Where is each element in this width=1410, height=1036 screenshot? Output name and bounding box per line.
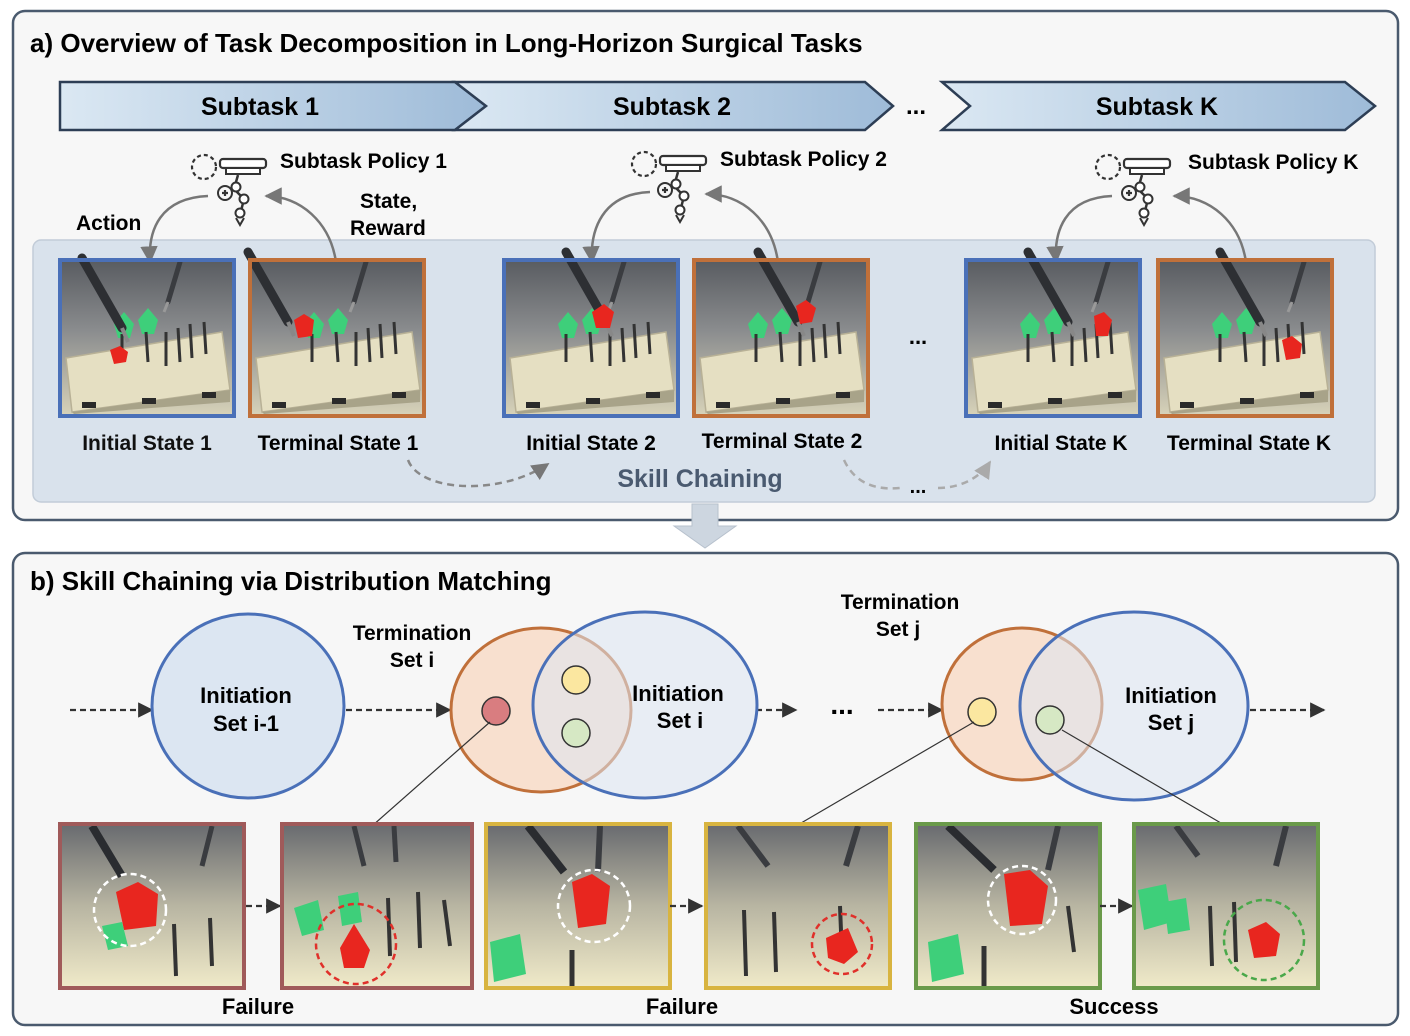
action-arrow-2 [582,190,651,264]
state-image-terminal-2 [692,252,870,418]
action-arrow-1 [140,194,209,264]
initiation-prev-line2: Set i-1 [213,711,279,736]
state-reward-label-1: State, [360,190,417,213]
failure-state-dot [481,696,511,726]
subtask-2-label: Subtask 2 [613,93,731,121]
success-state-dot-i [561,718,591,748]
action-arrow-k [1046,194,1113,264]
outcome-label-3: Success [1069,994,1158,1019]
state-label-initial-2: Initial State 2 [526,432,656,455]
subtask-k-arrow [938,80,1378,132]
chain-arrow-1 [406,459,550,488]
closeup-success-b [1132,822,1320,990]
initiation-prev-line1: Initiation [200,683,292,708]
closeup-failure-2b [704,822,892,990]
initiation-i-line1: Initiation [632,681,724,706]
borderline-state-dot-i [561,665,591,695]
subtask-2-arrow [451,80,895,132]
state-image-initial-k [964,252,1142,418]
state-image-terminal-k [1156,252,1334,418]
state-label-terminal-k: Terminal State K [1167,432,1331,455]
closeup-success-a [914,822,1102,990]
initiation-set-prev [150,612,346,800]
feedback-arrow-1 [264,187,338,263]
initiation-j-line1: Initiation [1125,683,1217,708]
policy-1-label: Subtask Policy 1 [280,150,447,173]
state-ellipsis: ... [909,324,927,349]
outcome-label-2: Failure [646,994,718,1019]
leader-line-success [1061,729,1227,827]
success-state-dot-j [1035,705,1065,735]
initiation-j-line2: Set j [1148,710,1194,735]
initiation-i-line2: Set i [657,708,703,733]
action-label: Action [76,212,141,235]
panel-connector-arrow [672,503,738,549]
termination-j-line1: Termination [841,591,960,614]
state-label-terminal-2: Terminal State 2 [702,430,863,453]
termination-i-line1: Termination [353,622,472,645]
state-image-initial-1 [58,258,236,418]
initiation-set-i [531,610,759,800]
closeup-failure-1b [280,822,474,990]
state-image-initial-2 [502,252,680,418]
chain-arrow-2a [842,459,901,490]
state-label-terminal-1: Terminal State 1 [258,432,419,455]
state-image-terminal-1 [248,252,426,418]
subtask-1-label: Subtask 1 [201,93,319,121]
policy-2-label: Subtask Policy 2 [720,148,887,171]
feedback-arrow-2 [704,185,780,263]
chain-arrow-2b [937,460,992,490]
subtask-k-label: Subtask K [1096,93,1218,121]
termination-j-line2: Set j [876,618,920,641]
middle-ellipsis: ... [830,689,853,720]
chain-ellipsis: ... [910,476,927,498]
closeup-failure-2a [484,822,672,990]
leader-line-failure [371,721,491,827]
panel-a-title: a) Overview of Task Decomposition in Lon… [30,28,863,58]
state-label-initial-k: Initial State K [994,432,1127,455]
subtask-ellipsis: ... [906,93,926,120]
policy-k-label: Subtask Policy K [1188,151,1358,174]
panel-b-title: b) Skill Chaining via Distribution Match… [30,566,551,596]
leader-line-borderline [795,721,975,827]
closeup-failure-1a [58,822,246,990]
borderline-state-dot-j [967,697,997,727]
initiation-set-j [1018,610,1250,802]
outcome-label-1: Failure [222,994,294,1019]
termination-i-line2: Set i [390,649,434,672]
state-reward-label-2: Reward [350,217,426,240]
skill-chaining-label: Skill Chaining [617,465,782,493]
feedback-arrow-k [1172,187,1248,263]
state-label-initial-1: Initial State 1 [82,432,212,455]
